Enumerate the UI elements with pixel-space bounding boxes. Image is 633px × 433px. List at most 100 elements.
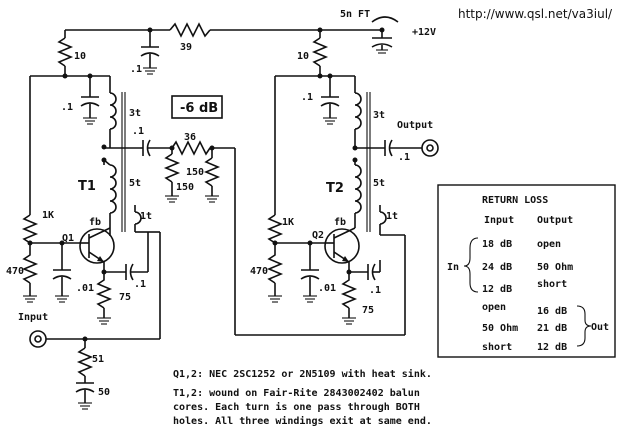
s2-cbyp-label: .1	[301, 92, 313, 103]
stage1-transformer-primary	[109, 76, 126, 232]
supply-cap-label: .1	[130, 64, 142, 75]
stage1-transformer-feedback	[134, 205, 149, 268]
stage1-transistor	[79, 227, 115, 264]
rl-in-label: In	[447, 262, 459, 273]
output-label: Output	[397, 120, 433, 131]
note-line-3: cores. Each turn is one pass through BOT…	[173, 401, 420, 413]
out-brace	[576, 305, 592, 347]
s1-tsec-label: 5t	[129, 178, 141, 189]
choke-label: 5n FT	[340, 9, 370, 20]
stage2-transformer-secondary	[354, 160, 362, 228]
stage1-bypass-cap	[80, 76, 100, 125]
input-r-label: 51	[92, 354, 104, 365]
supply-filter-cap	[371, 30, 393, 54]
s1-rbt-label: 1K	[42, 210, 54, 221]
stage2-bias-cap	[300, 243, 320, 303]
note-line-4: holes. All three windings exit at same e…	[173, 415, 432, 427]
return-loss-box	[437, 184, 616, 358]
s2-tprim-label: 3t	[373, 110, 385, 121]
s1-tprim-label: 3t	[129, 108, 141, 119]
stage1-bias-top-resistor	[21, 214, 39, 244]
stage2-transformer-primary	[354, 76, 371, 232]
rl-title: RETURN LOSS	[482, 195, 548, 206]
s2-cbias-label: .01	[318, 283, 336, 294]
input-connector	[29, 330, 47, 348]
rl-col-input: Input	[484, 215, 514, 226]
output-connector	[421, 139, 439, 157]
rl-out-row1-load: open	[482, 302, 506, 313]
input-term-resistor	[76, 339, 94, 383]
s1-re-label: 75	[119, 292, 131, 303]
stage2-emitter-cap	[367, 260, 381, 281]
s2-rc-label: 10	[297, 51, 309, 62]
stage1-emitter-cap	[125, 263, 149, 281]
ferrite-bead-icon	[371, 16, 399, 23]
s1-transformer-label: T1	[78, 179, 96, 194]
s2-fb-label: fb	[334, 217, 346, 228]
rl-out-row3-value: 12 dB	[537, 342, 567, 353]
s2-tfb-label: 1t	[386, 211, 398, 222]
attenuator-shunt-a	[163, 148, 181, 203]
stage2-emitter-resistor	[340, 272, 358, 325]
s1-ce-label: .1	[134, 279, 146, 290]
note-line-2: T1,2: wound on Fair-Rite 2843002402 balu…	[173, 387, 420, 399]
s2-cout-label: .1	[398, 152, 410, 163]
rl-in-row2-input: 24 dB	[482, 262, 512, 273]
s1-rbb-label: 470	[6, 266, 24, 277]
rl-out-row3-load: short	[482, 342, 512, 353]
att-series-label: 36	[184, 132, 196, 143]
attenuator-series-resistor	[171, 140, 235, 156]
stage1-coupling-cap	[140, 139, 172, 157]
url-link[interactable]: http://www.qsl.net/va3iul/	[458, 7, 613, 21]
rl-in-row1-output: open	[537, 239, 561, 250]
stage2-transformer-feedback	[379, 205, 405, 236]
rl-in-row2-output: 50 Ohm	[537, 262, 573, 273]
s1-cbyp-label: .1	[61, 102, 73, 113]
rl-in-row3-input: 12 dB	[482, 284, 512, 295]
stage2-transistor	[324, 227, 360, 264]
in-brace	[463, 237, 479, 293]
input-term-cap	[75, 382, 95, 410]
s1-cbias-label: .01	[76, 283, 94, 294]
rl-out-label: Out	[591, 322, 609, 333]
supply-label: +12V	[412, 27, 436, 38]
input-label: Input	[18, 312, 48, 323]
attenuator-label: -6 dB	[180, 101, 218, 116]
rl-in-row3-output: short	[537, 279, 567, 290]
s1-q-label: Q1	[62, 233, 74, 244]
stage2-bias-bottom-resistor	[266, 243, 284, 303]
rl-out-row2-load: 50 Ohm	[482, 323, 518, 334]
rl-col-output: Output	[537, 215, 573, 226]
att-shunt-a-label: 150	[176, 182, 194, 193]
stage1-emitter-resistor	[95, 272, 113, 325]
s2-tsec-label: 5t	[373, 178, 385, 189]
supply-resistor-label: 39	[180, 42, 192, 53]
rl-in-row1-input: 18 dB	[482, 239, 512, 250]
supply-rail	[64, 16, 399, 38]
rl-out-row2-value: 21 dB	[537, 323, 567, 334]
stage2-collector-resistor	[311, 37, 329, 76]
note-line-1: Q1,2: NEC 2SC1252 or 2N5109 with heat si…	[173, 368, 432, 380]
s1-cc-label: .1	[132, 126, 144, 137]
stage1-collector-resistor	[56, 37, 74, 76]
s2-transformer-label: T2	[326, 181, 344, 196]
s2-re-label: 75	[362, 305, 374, 316]
stage2-bias-top-resistor	[266, 214, 284, 244]
stage2-output-cap	[384, 139, 422, 157]
stage1-bias-bottom-resistor	[21, 243, 39, 303]
s2-ce-label: .1	[369, 285, 381, 296]
att-shunt-b-label: 150	[186, 167, 204, 178]
input-c-label: 50	[98, 387, 110, 398]
s2-rbt-label: 1K	[282, 217, 294, 228]
rl-out-row1-value: 16 dB	[537, 306, 567, 317]
stage1-transformer-secondary	[103, 159, 117, 236]
s1-tfb-label: 1t	[140, 211, 152, 222]
attenuator-label-box	[171, 95, 223, 119]
s1-rc-label: 10	[74, 51, 86, 62]
attenuator-shunt-b	[203, 148, 221, 203]
s2-rbb-label: 470	[250, 266, 268, 277]
s1-fb-label: fb	[89, 217, 101, 228]
stage1-bias-cap	[52, 243, 72, 303]
stage2-bypass-cap	[320, 76, 340, 125]
